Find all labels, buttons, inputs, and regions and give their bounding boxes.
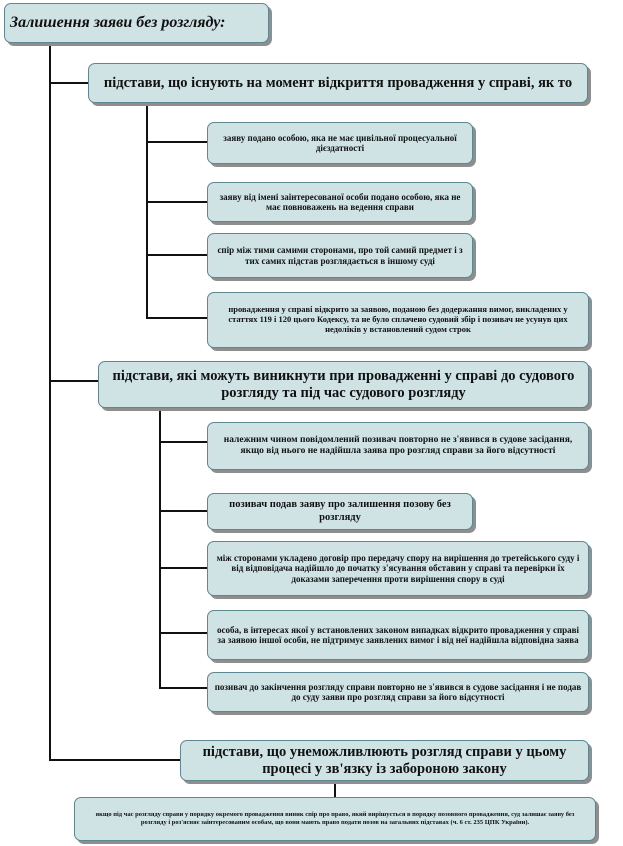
- group-2-item-1: належним чином повідомлений позивач повт…: [207, 422, 589, 470]
- group-2-item-2: позивач подав заяву про залишення позову…: [207, 493, 473, 530]
- group-1-item-1: заяву подано особою, яка не має цивільно…: [207, 122, 473, 164]
- group-3-note-text: якщо під час розгляду справи у порядку о…: [95, 810, 575, 826]
- group-1-item-3: спір між тими самими сторонами, про той …: [207, 233, 473, 278]
- group-2-item-4: особа, в інтересах якої у встановлених з…: [207, 610, 589, 660]
- group-1-item-2-text: заяву від імені заінтересованої особи по…: [219, 191, 461, 212]
- group-1-heading-text: підстави, що існують на момент відкриття…: [103, 74, 573, 91]
- group-2-heading: підстави, які можуть виникнути при прова…: [98, 361, 589, 408]
- group-1-item-1-text: заяву подано особою, яка не має цивільно…: [223, 132, 457, 153]
- group-3-note: якщо під час розгляду справи у порядку о…: [74, 797, 596, 841]
- diagram-title-text: Залишення заяви без розгляду:: [10, 13, 226, 31]
- group-2-item-5-text: позивач до закінчення розгляду справи по…: [214, 681, 582, 702]
- group-1-item-3-text: спір між тими самими сторонами, про той …: [217, 245, 463, 266]
- group-1-heading: підстави, що існують на момент відкриття…: [88, 63, 588, 103]
- group-1-item-4: провадження у справі відкрито за заявою,…: [207, 292, 589, 348]
- group-3-heading: підстави, що унеможливлюють розгляд спра…: [180, 740, 589, 781]
- diagram-title: Залишення заяви без розгляду:: [4, 3, 269, 43]
- group-2-item-1-text: належним чином повідомлений позивач повт…: [223, 435, 573, 456]
- group-2-item-3-text: між сторонами укладено договір про перед…: [216, 552, 580, 584]
- group-2-item-4-text: особа, в інтересах якої у встановлених з…: [216, 624, 580, 645]
- group-1-item-2: заяву від імені заінтересованої особи по…: [207, 182, 473, 222]
- group-2-heading-text: підстави, які можуть виникнути при прова…: [112, 367, 575, 401]
- group-2-item-5: позивач до закінчення розгляду справи по…: [207, 672, 589, 712]
- group-3-heading-text: підстави, що унеможливлюють розгляд спра…: [202, 743, 567, 777]
- group-1-item-4-text: провадження у справі відкрито за заявою,…: [228, 304, 568, 334]
- group-2-item-2-text: позивач подав заяву про залишення позову…: [229, 499, 451, 523]
- group-2-item-3: між сторонами укладено договір про перед…: [207, 541, 589, 596]
